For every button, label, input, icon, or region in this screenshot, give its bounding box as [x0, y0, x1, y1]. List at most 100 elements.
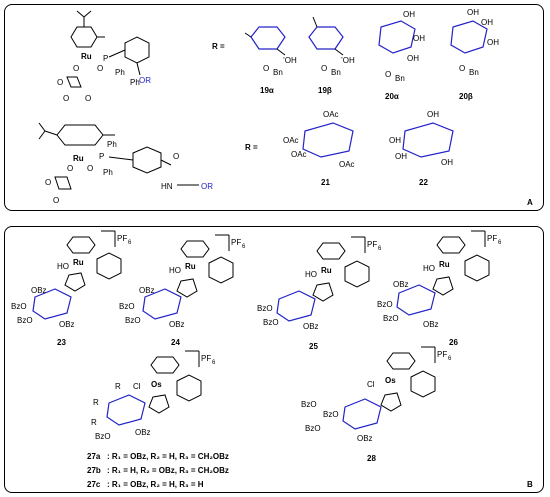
legend-id: 27b	[87, 466, 101, 475]
oh-label: OH	[395, 152, 407, 161]
r-label: R	[93, 398, 99, 407]
sugar-21: OAc OAc OAc OAc 21	[283, 110, 355, 187]
obz-label: OBz	[59, 320, 75, 329]
ph-label: Ph	[107, 140, 117, 149]
bn-label: Bn	[469, 68, 479, 77]
o-atom: O	[53, 196, 59, 205]
compound-25: PF 6 HO Ru BzO BzO OBz 25	[257, 236, 382, 351]
oh-label: ’OH	[283, 56, 297, 65]
compound-id: 19α	[260, 86, 274, 95]
oac-label: OAc	[291, 150, 307, 159]
ligand-label: Cl	[367, 380, 375, 389]
compound-id: 19β	[318, 86, 332, 95]
oh-label: OH	[413, 34, 425, 43]
panel-b: PF 6 HO Ru OBz BzO BzO OBz 23 PF 6 HO Ru…	[4, 226, 544, 493]
metal-atom: Ru	[321, 266, 332, 275]
oh-label: OH	[403, 10, 415, 19]
r-label: R =	[212, 42, 225, 51]
obz-label: OBz	[357, 434, 373, 443]
pf6-label: PF	[117, 234, 127, 243]
legend-id: 27c	[87, 480, 101, 489]
compound-id: 22	[419, 178, 428, 187]
oh-label: OH	[467, 8, 479, 17]
ru-complex-2: Ru P Ph Ph O O O O O HN OR	[38, 122, 213, 205]
r-label: R	[91, 418, 97, 427]
r-label: R =	[245, 143, 258, 152]
o-atom: O	[263, 64, 269, 73]
compound-24: PF 6 HO Ru OBz BzO BzO OBz 24	[119, 234, 246, 347]
o-atom: O	[459, 64, 465, 73]
compound-id: 28	[367, 454, 376, 463]
compound-id: 25	[309, 342, 318, 351]
bzo-label: BzO	[11, 302, 27, 311]
compound-id: 20α	[385, 92, 399, 101]
compound-26: PF 6 HO Ru OBz BzO BzO OBz 26	[377, 230, 502, 347]
bzo-label: BzO	[383, 314, 399, 323]
sugar-20b: OH OH OH O Bn 20β	[450, 8, 499, 101]
metal-atom: Os	[151, 380, 162, 389]
obz-label: OBz	[303, 322, 319, 331]
o-atom: O	[385, 70, 391, 79]
compound-23: PF 6 HO Ru OBz BzO BzO OBz 23	[11, 230, 132, 347]
pf6-sub: 6	[498, 240, 502, 246]
o-atom: O	[173, 152, 179, 161]
panel-label: B	[527, 480, 533, 489]
legend-27: 27a : R₁ = OBz, R₂ = H, R₃ = CH₂OBz 27b …	[87, 452, 229, 489]
pf6-sub: 6	[128, 240, 132, 246]
panel-b-drawing: PF 6 HO Ru OBz BzO BzO OBz 23 PF 6 HO Ru…	[11, 230, 533, 489]
oh-label: OH	[427, 110, 439, 119]
oac-label: OAc	[323, 110, 339, 119]
o-atom: O	[73, 64, 79, 73]
bzo-label: BzO	[323, 410, 339, 419]
ru-complex-1: Ru P O O O O O Ph Ph OR	[57, 10, 151, 103]
legend-text: : R₁ = H, R₂ = OBz, R₃ = CH₂OBz	[107, 466, 229, 475]
oh-label: OH	[389, 136, 401, 145]
bzo-label: BzO	[263, 318, 279, 327]
obz-label: OBz	[135, 428, 151, 437]
panel-a: Ru P O O O O O Ph Ph OR R = ’OH O Bn 19α	[4, 4, 544, 211]
sugar-20a: OH OH OH O Bn 20α	[378, 10, 425, 101]
r-label: R	[115, 382, 121, 391]
nh-label: HN	[161, 182, 173, 191]
panel-a-drawing: Ru P O O O O O Ph Ph OR R = ’OH O Bn 19α	[38, 8, 533, 207]
oac-label: OAc	[283, 136, 299, 145]
pf6-sub: 6	[242, 244, 246, 250]
oac-label: OAc	[339, 160, 355, 169]
o-atom: O	[67, 164, 73, 173]
pf6-label: PF	[231, 238, 241, 247]
obz-label: OBz	[423, 320, 439, 329]
bn-label: Bn	[273, 68, 283, 77]
ligand-label: HO	[423, 264, 435, 273]
metal-atom: Ru	[73, 258, 84, 267]
sugar-22: OH OH OH OH 22	[389, 110, 454, 187]
compound-28: PF 6 Cl Os BzO BzO BzO OBz 28	[301, 346, 452, 463]
pf6-sub: 6	[212, 360, 216, 366]
ligand-label: HO	[57, 262, 69, 271]
obz-label: OBz	[31, 286, 47, 295]
ph-label: Ph	[103, 168, 113, 177]
pf6-label: PF	[201, 354, 211, 363]
compound-id: 21	[321, 178, 330, 187]
compound-id: 26	[449, 338, 458, 347]
bzo-label: BzO	[377, 300, 393, 309]
o-atom: O	[45, 178, 51, 187]
sugar-19a: ’OH O Bn 19α	[244, 26, 297, 95]
obz-label: OBz	[169, 320, 185, 329]
o-atom: O	[57, 78, 63, 87]
oh-label: ’OH	[341, 56, 355, 65]
or-label: OR	[201, 182, 213, 191]
bzo-label: BzO	[119, 302, 135, 311]
ru-atom: Ru	[73, 154, 84, 163]
pf6-label: PF	[367, 240, 377, 249]
pf6-sub: 6	[378, 246, 382, 252]
ru-atom: Ru	[81, 52, 92, 61]
bzo-label: BzO	[95, 432, 111, 441]
pf6-label: PF	[487, 234, 497, 243]
legend-text: : R₁ = OBz, R₂ = H, R₃ = CH₂OBz	[107, 452, 229, 461]
metal-atom: Os	[385, 376, 396, 385]
legend-id: 27a	[87, 452, 101, 461]
obz-label: OBz	[393, 280, 409, 289]
or-label: OR	[139, 76, 151, 85]
bzo-label: BzO	[301, 400, 317, 409]
ligand-label: HO	[169, 266, 181, 275]
